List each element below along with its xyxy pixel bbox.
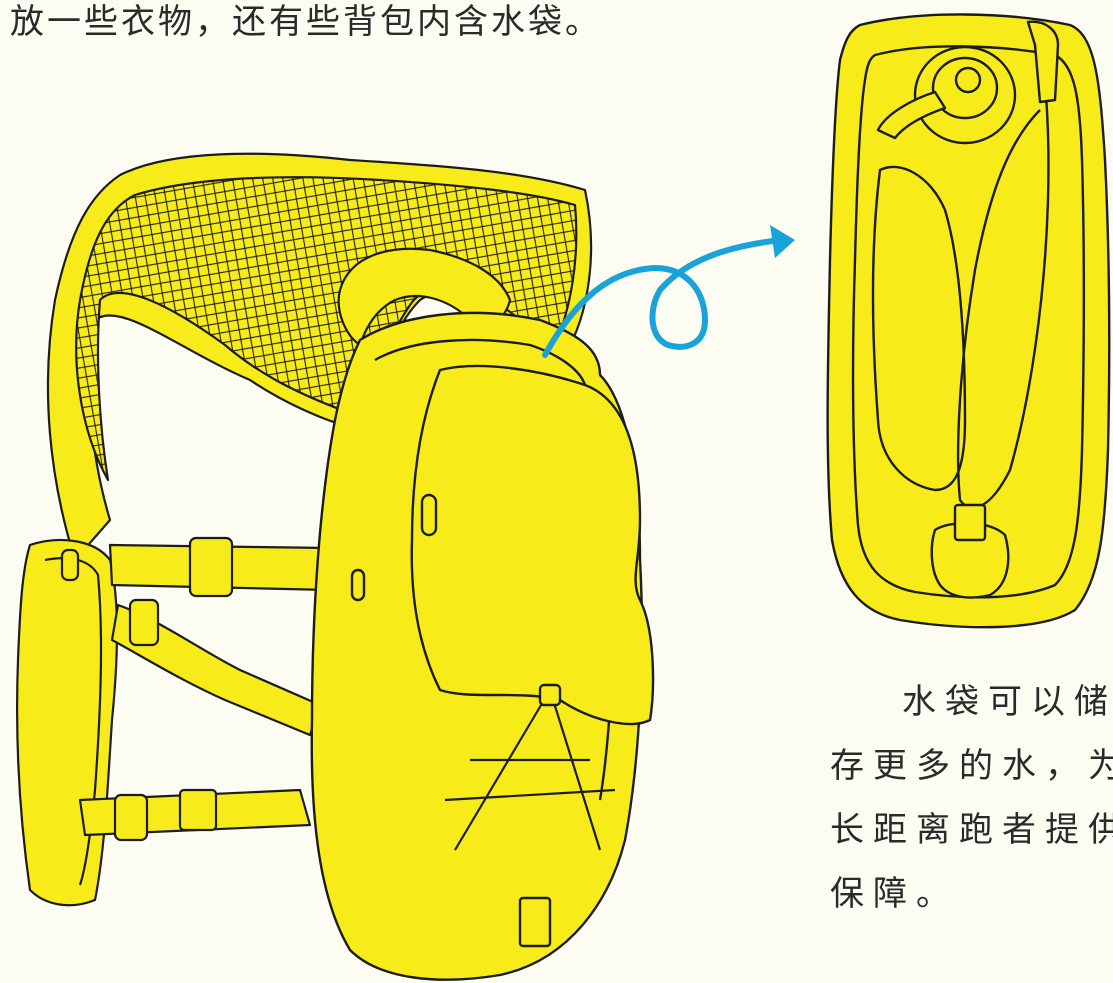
caption-line-2: 存更多的水，为 bbox=[830, 746, 1113, 786]
arrow-to-bladder bbox=[542, 225, 795, 358]
pack-body bbox=[310, 311, 655, 981]
front-straps bbox=[78, 536, 332, 842]
intro-text: 放一些衣物，还有些背包内含水袋。 bbox=[10, 2, 602, 42]
caption-line-4: 保障。 bbox=[830, 874, 959, 914]
drink-tube bbox=[956, 24, 1050, 509]
caption-line-1: 水袋可以储 bbox=[902, 682, 1113, 722]
caption-line-3: 长距离跑者提供 bbox=[830, 810, 1113, 850]
caption: 水袋可以储 存更多的水，为 长距离跑者提供 保障。 bbox=[830, 670, 1113, 926]
